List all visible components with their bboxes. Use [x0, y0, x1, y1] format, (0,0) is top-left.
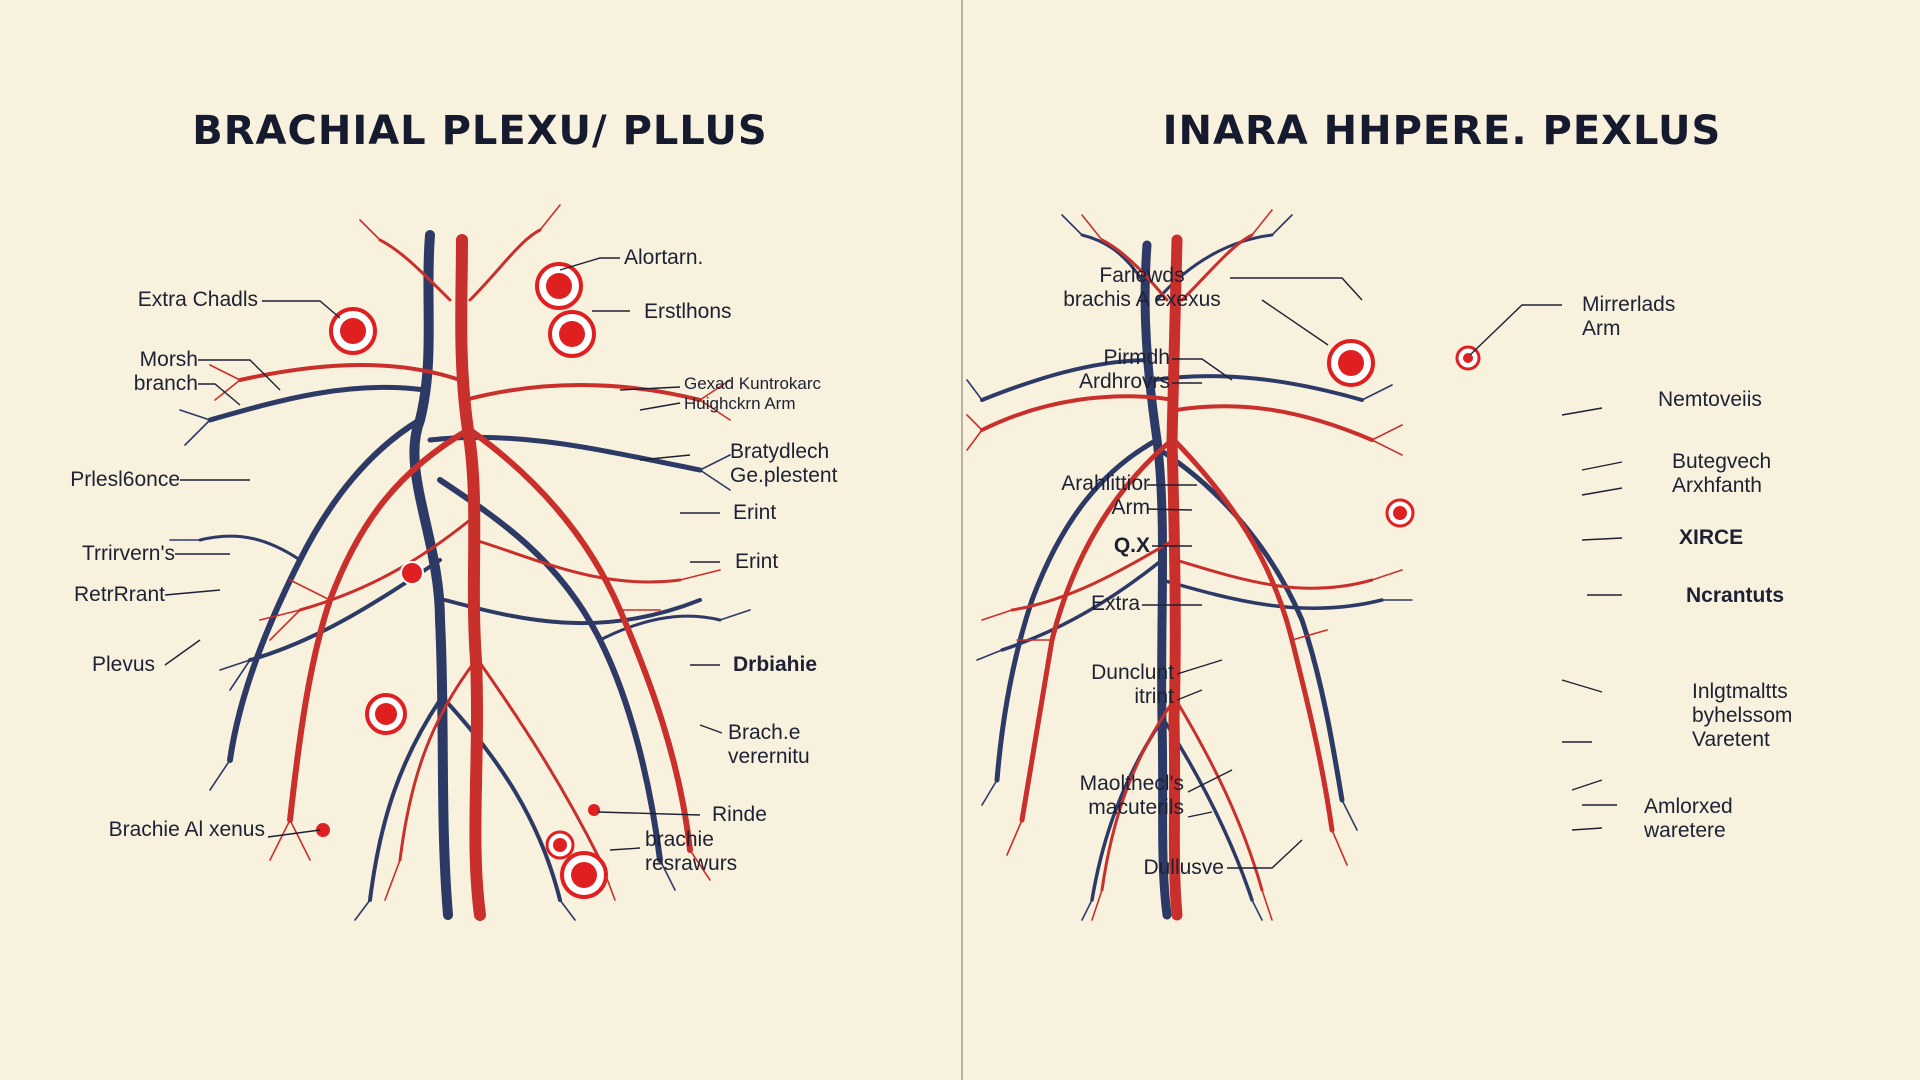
marker-ring [1327, 339, 1375, 387]
left-plexus-illustration [164, 204, 751, 921]
right-artery-trunks [980, 233, 1374, 921]
label-morsh-branch: Morsh branch [133, 348, 198, 395]
marker-ring [548, 310, 596, 358]
left-markers [316, 262, 608, 899]
left-title: BRACHIAL PLEXU/ PLLUS [192, 108, 768, 154]
label-mirrerlads-arm: Mirrerlads Arm [1582, 293, 1676, 340]
label-erstlhons: Erstlhons [644, 300, 732, 323]
label-pirmdh-ardhrovrs: Pirmdh Ardhrovrs [1078, 346, 1170, 393]
label-prlesl6once: Prlesl6once [70, 468, 180, 491]
label-rinde: Rinde [712, 803, 767, 826]
label-amlorxed-waretere: Amlorxed waretere [1644, 795, 1733, 842]
label-farlewds: Farlewds brachis A exexus [1063, 264, 1221, 311]
label-gexad-kuntrokarc: Gexad Kuntrokarc Huighckrn Arm [684, 374, 822, 413]
marker-ring [560, 851, 608, 899]
left-artery-trunks [238, 228, 702, 921]
left-leader-lines [164, 257, 723, 851]
left-fine-branches [169, 204, 751, 921]
marker-ring [535, 262, 583, 310]
right-fine-branches [966, 209, 1413, 921]
label-brachie-resrawurs: brachie resrawurs [645, 828, 738, 875]
right-title: INARA HHPERE. PEXLUS [1162, 108, 1722, 154]
label-ncrantuts: Ncrantuts [1686, 584, 1785, 607]
right-plexus-illustration [966, 209, 1623, 921]
label-erint-1: Erint [733, 501, 777, 524]
label-brache-verernitu: Brach.e verernitu [728, 721, 810, 768]
label-brachie-al-xenus: Brachie Al xenus [108, 818, 265, 841]
label-dunclunt-itrint: Dunclunt itrint [1091, 661, 1174, 708]
label-erint-2: Erint [735, 550, 779, 573]
label-trrirverns: Trrirvern's [81, 542, 175, 565]
right-markers [1327, 339, 1481, 528]
panel-divider [961, 0, 963, 1080]
label-maolthecls-macuterils: Maolthecl's macuterils [1079, 772, 1184, 819]
marker-ring [1385, 498, 1415, 528]
label-extra-chadls: Extra Chadls [137, 288, 258, 311]
label-butegvech: Butegvech Arxhfanth [1672, 450, 1772, 497]
right-panel: INARA HHPERE. PEXLUS [962, 0, 1920, 1080]
left-vein-trunks [198, 230, 722, 920]
marker-dot [400, 561, 424, 585]
label-retrrrant: RetrRrant [73, 583, 165, 606]
marker-ring [329, 307, 377, 355]
label-xirce: XIRCE [1679, 526, 1744, 549]
marker-dot [588, 804, 600, 816]
label-plevus: Plevus [91, 653, 155, 676]
marker-dot [316, 823, 330, 837]
marker-ring [545, 830, 575, 860]
label-dullusve: Dullusve [1143, 856, 1224, 879]
label-extra: Extra [1090, 592, 1140, 615]
marker-ring [365, 693, 407, 735]
right-leader-lines [1142, 277, 1623, 869]
label-bratydlech: Bratydlech Ge.plestent [730, 440, 838, 487]
label-nemtoveiis: Nemtoveiis [1658, 388, 1762, 411]
label-qx: Q.X [1113, 534, 1150, 557]
label-arahlittior-arm: Arahlittior Arm [1061, 472, 1150, 519]
label-alortarn: Alortarn. [624, 246, 704, 269]
left-panel: BRACHIAL PLEXU/ PLLUS [70, 108, 838, 921]
label-drbiahie: Drbiahie [733, 653, 818, 676]
label-inlgtmaltts: Inlgtmaltts byhelssom Varetent [1692, 680, 1793, 751]
